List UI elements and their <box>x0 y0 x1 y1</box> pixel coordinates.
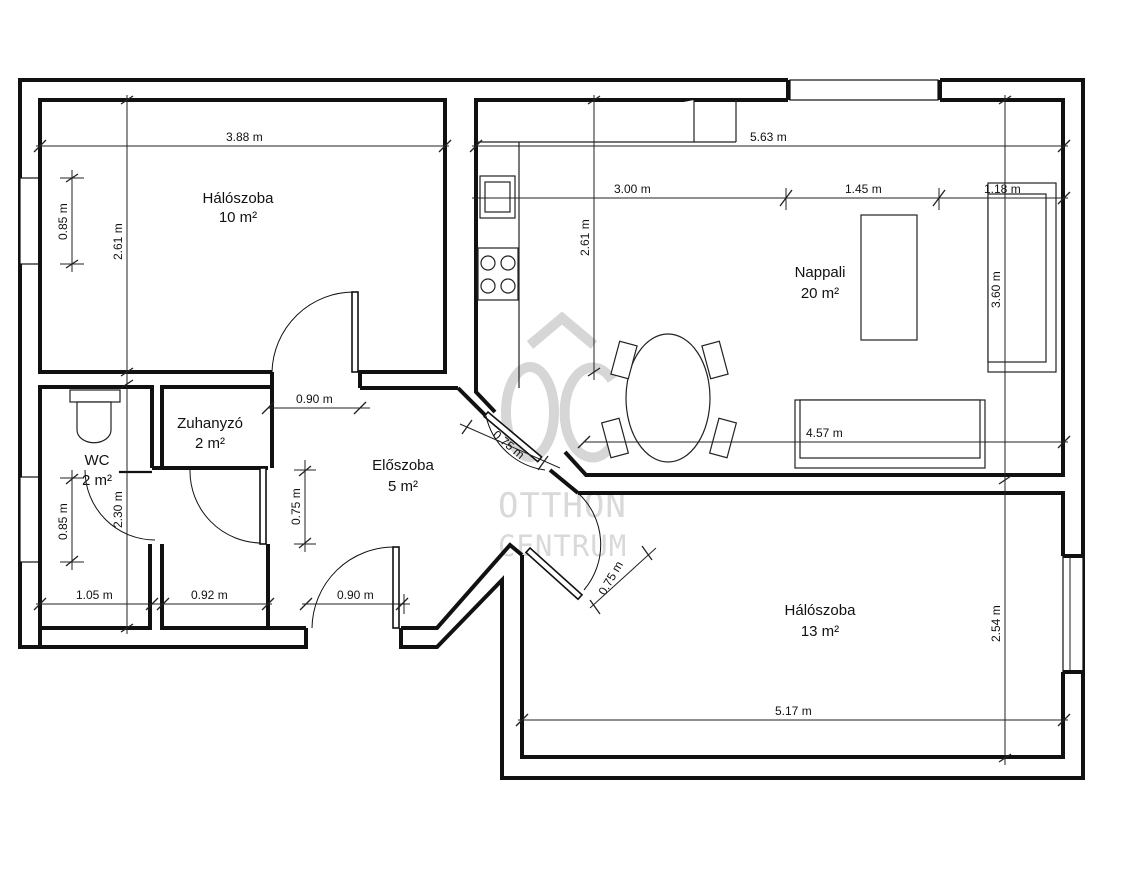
dim-bedroom-2-height: 2.54 m <box>989 605 1003 642</box>
room-bedroom-1-area: 10 m² <box>219 209 257 226</box>
coffee-table <box>860 214 918 341</box>
windows <box>19 79 1084 673</box>
dim-living-depth: 3.60 m <box>989 271 1003 308</box>
room-bedroom-2-area: 13 m² <box>801 623 839 640</box>
furniture <box>69 100 1057 469</box>
room-wc-area: 2 m² <box>82 472 112 489</box>
dim-wc-width: 1.05 m <box>76 588 113 602</box>
window-bedroom-1 <box>19 177 41 265</box>
dim-bedroom-1-window: 0.85 m <box>56 203 70 240</box>
dim-wc-window: 0.85 m <box>56 503 70 540</box>
room-living-area: 20 m² <box>801 285 839 302</box>
dining-table <box>625 333 711 463</box>
dim-living-width: 5.63 m <box>750 130 787 144</box>
dim-living-seg-3: 1.18 m <box>984 182 1021 196</box>
dim-entrance-door: 0.90 m <box>337 588 374 602</box>
window-wc <box>19 476 41 563</box>
watermark-o-icon <box>501 362 559 462</box>
door-bedroom-2 <box>524 546 584 601</box>
watermark-line-2: CENTRUM <box>498 529 627 563</box>
dim-door-bedroom-2: 0.75 m <box>595 559 625 598</box>
watermark-roof-icon <box>526 311 598 349</box>
inner-walls <box>38 98 1083 759</box>
dim-living-bottom: 4.57 m <box>806 426 843 440</box>
room-living-name: Nappali <box>795 264 846 281</box>
doors <box>84 291 602 629</box>
room-shower-area: 2 m² <box>195 435 225 452</box>
room-shower-name: Zuhanyzó <box>177 415 243 432</box>
door-wc-arc <box>84 469 156 541</box>
room-bedroom-1-name: Hálószoba <box>203 190 275 207</box>
dim-living-seg-2: 1.45 m <box>845 182 882 196</box>
room-bedroom-2-name: Hálószoba <box>785 602 857 619</box>
dimension-lines <box>33 95 1071 765</box>
dim-living-height: 2.61 m <box>578 219 592 256</box>
door-shower-arc <box>189 469 263 544</box>
toilet-icon <box>69 389 121 444</box>
dim-living-seg-1: 3.00 m <box>614 182 651 196</box>
dim-wc-height: 2.30 m <box>111 491 125 528</box>
watermark-c-icon <box>559 362 617 463</box>
outer-walls <box>18 78 1085 780</box>
dim-bedroom-1-height: 2.61 m <box>111 223 125 260</box>
dimension-labels: 3.88 m 2.61 m 0.85 m 5.63 m 3.00 m 1.45 … <box>56 130 1021 718</box>
dim-hall-opening: 0.75 m <box>289 488 303 525</box>
window-bedroom-2 <box>1062 555 1084 673</box>
dim-bedroom-2-width: 5.17 m <box>775 704 812 718</box>
room-hall-name: Előszoba <box>372 457 434 474</box>
dim-shower-width: 0.92 m <box>191 588 228 602</box>
door-entrance <box>392 546 400 629</box>
room-labels: Hálószoba 10 m² Nappali 20 m² Zuhanyzó 2… <box>82 190 856 640</box>
window-living-top <box>789 79 939 101</box>
dim-bedroom-1-width: 3.88 m <box>226 130 263 144</box>
room-wc-name: WC <box>85 452 110 469</box>
dim-door-bedroom-1: 0.90 m <box>296 392 333 406</box>
door-bedroom-1 <box>351 291 359 373</box>
kitchen-counter <box>476 100 695 143</box>
room-hall-area: 5 m² <box>388 478 418 495</box>
dining-chairs <box>600 340 738 459</box>
